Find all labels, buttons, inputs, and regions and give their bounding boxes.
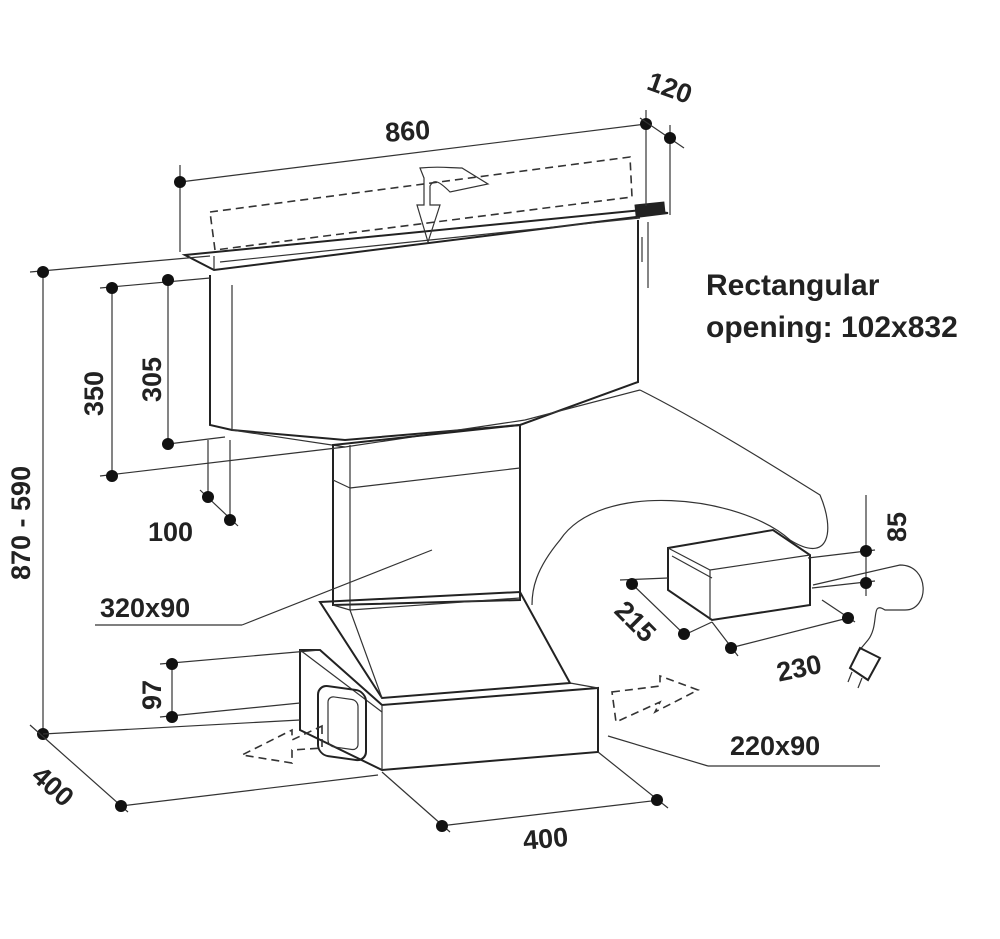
note-line-2: opening: 102x832 <box>706 311 958 344</box>
dim-350 <box>99 277 346 482</box>
label-305: 305 <box>137 357 167 402</box>
plug-icon <box>847 646 882 689</box>
dim-total-height <box>29 255 211 740</box>
dim-120 <box>639 117 685 215</box>
dim-215 <box>619 577 713 640</box>
label-400-left: 400 <box>26 760 80 812</box>
base-box <box>299 649 599 772</box>
label-230: 230 <box>774 649 824 688</box>
dim-860 <box>174 110 652 252</box>
dim-85 <box>807 495 876 596</box>
label-97: 97 <box>137 680 167 710</box>
control-box <box>667 528 811 622</box>
dim-100 <box>199 440 239 527</box>
airflow-down-arrow <box>416 166 490 245</box>
dim-400-left <box>29 719 379 813</box>
power-cable <box>531 389 924 653</box>
label-400-bottom: 400 <box>522 822 570 856</box>
note-line-1: Rectangular <box>706 269 880 302</box>
leader-320x90 <box>95 549 433 626</box>
hood-panel <box>209 220 649 448</box>
label-100: 100 <box>148 517 193 547</box>
label-85: 85 <box>882 512 912 542</box>
label-320x90: 320x90 <box>100 593 190 623</box>
label-215: 215 <box>609 595 662 648</box>
airflow-right-arrow <box>611 674 700 724</box>
label-860: 860 <box>384 115 431 148</box>
chimney-upper <box>332 423 521 610</box>
dim-305 <box>162 274 226 450</box>
leader-220x90 <box>607 735 880 767</box>
dim-97 <box>159 649 321 723</box>
label-870-590: 870 - 590 <box>6 466 36 580</box>
label-120: 120 <box>643 66 696 110</box>
side-outlet <box>317 684 367 762</box>
airflow-left-arrow <box>239 724 323 764</box>
dim-230 <box>711 599 856 657</box>
label-220x90: 220x90 <box>730 731 820 761</box>
dim-400-bottom <box>381 751 669 833</box>
hood-top-plate <box>181 201 669 272</box>
label-350: 350 <box>79 371 109 416</box>
